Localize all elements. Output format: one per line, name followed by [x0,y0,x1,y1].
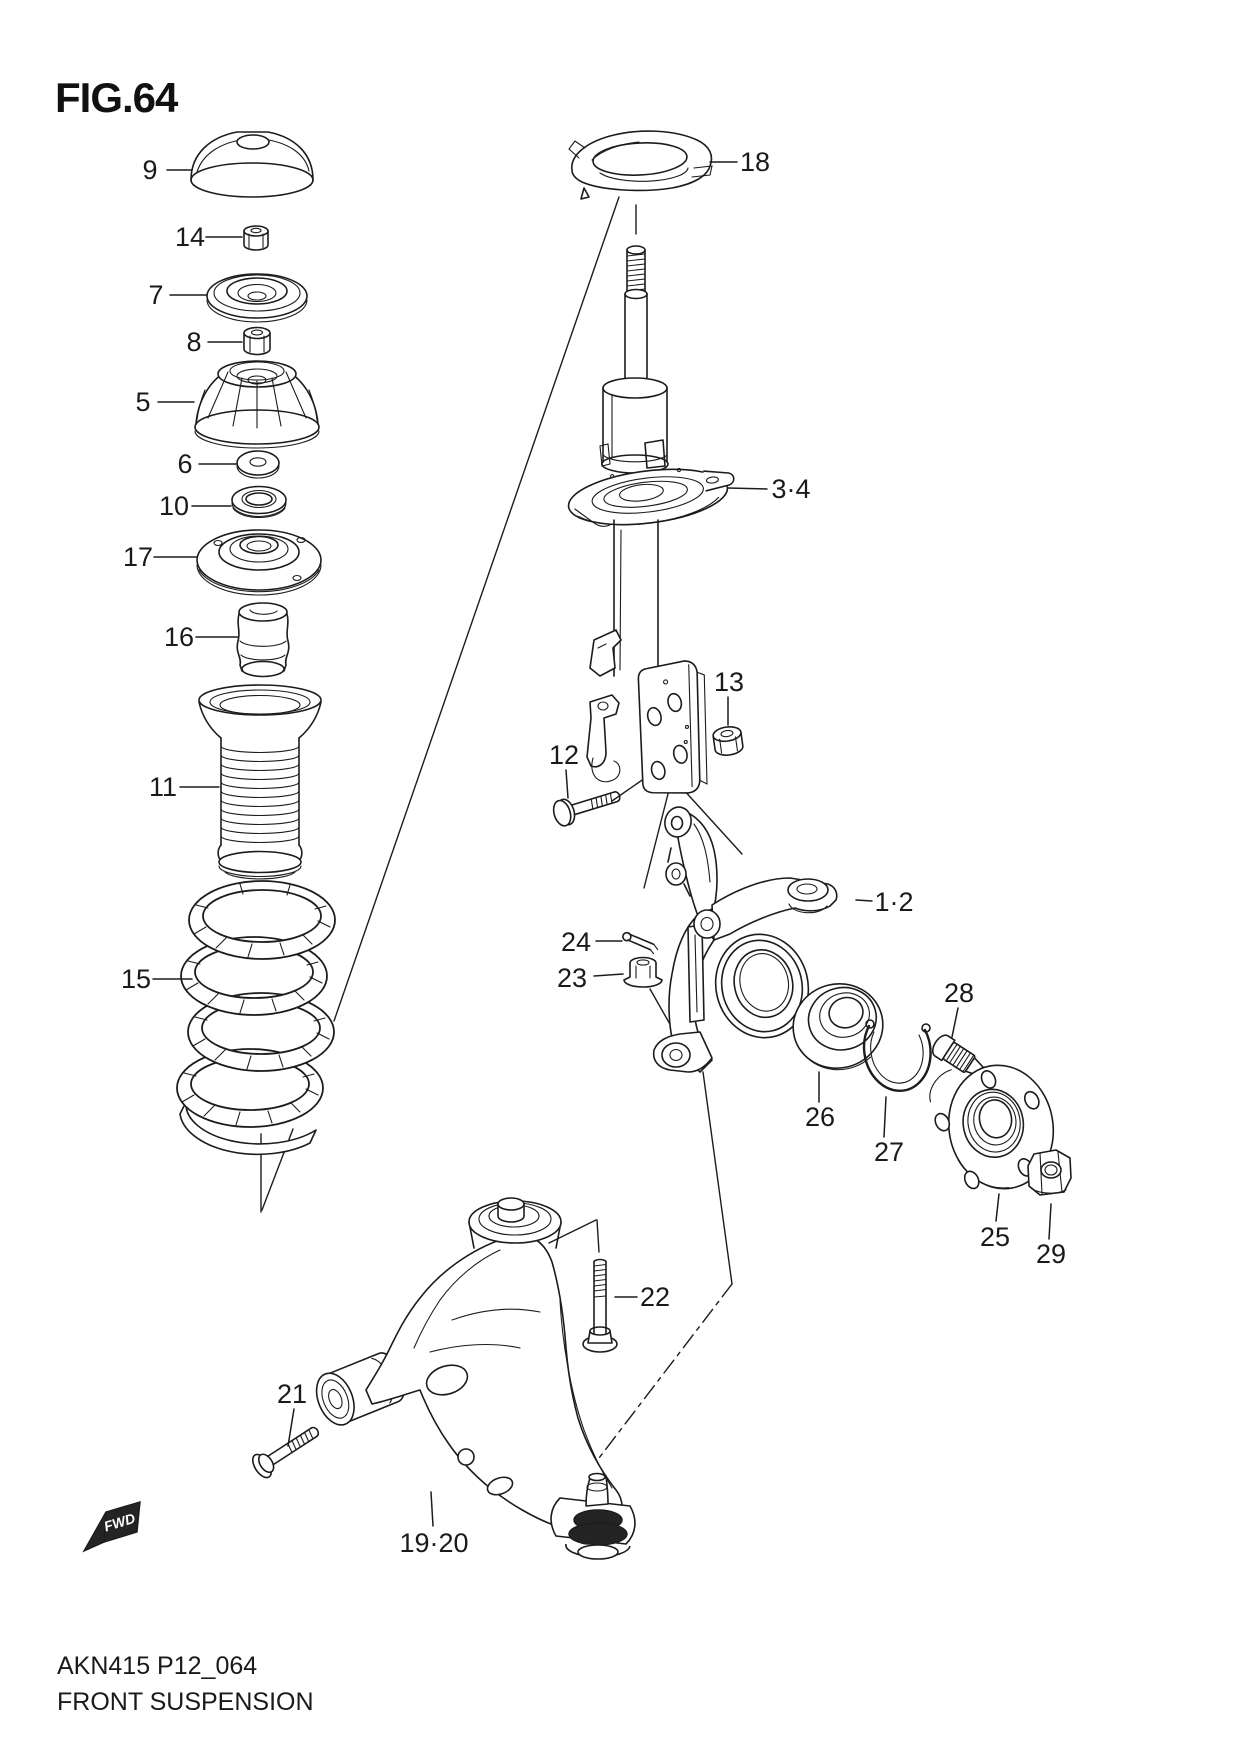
callout-27: 27 [874,1137,904,1167]
callout-1-2: 1·2 [874,887,913,917]
part-26-wheel-bearing [792,983,884,1071]
callout-24: 24 [561,927,591,957]
part-17-spring-seat [196,529,322,596]
part-3-4-strut [567,245,735,794]
callout-10: 10 [159,491,189,521]
part-11-dust-cover [198,684,322,880]
part-16-bump-stopper [236,602,290,678]
figure-title: FIG.64 [55,74,179,121]
doc-title: FRONT SUSPENSION [57,1688,314,1716]
callout-18: 18 [740,147,770,177]
part-9-dust-cap [190,131,314,198]
part-15-coil-spring [176,880,336,1156]
callout-11: 11 [149,772,177,802]
callout-8: 8 [186,327,201,357]
callout-5: 5 [135,387,150,417]
doc-code: AKN415 P12_064 [57,1652,257,1680]
callout-12: 12 [549,740,579,770]
callout-17: 17 [123,542,153,572]
part-14-nut [243,225,269,251]
callout-labels: 9 14 7 8 5 6 10 17 16 11 15 18 3·4 13 12… [121,147,1066,1558]
callout-9: 9 [142,155,157,185]
part-8-nut [243,326,271,356]
assembly-lines [260,196,743,1463]
part-29-nut [1027,1149,1072,1196]
part-24-pin [622,931,659,955]
part-1-2-steering-knuckle [652,806,838,1073]
part-13-nut [712,726,744,756]
callout-14: 14 [175,222,205,252]
callout-21: 21 [277,1379,307,1409]
callout-22: 22 [640,1282,670,1312]
part-5-strut-mount [194,360,320,449]
part-25-wheel-hub [929,1064,1055,1190]
part-6-washer [236,450,280,479]
part-21-bolt [252,1426,320,1479]
callout-13: 13 [714,667,744,697]
callout-28: 28 [944,978,974,1008]
part-23-nut [623,956,663,988]
callout-25: 25 [980,1222,1010,1252]
leader-lines [152,161,1052,1527]
part-28-stud-bolt [931,1034,985,1077]
callout-26: 26 [805,1102,835,1132]
callout-15: 15 [121,964,151,994]
callout-3-4: 3·4 [771,474,810,504]
part-7-support-seat [206,273,308,323]
callout-29: 29 [1036,1239,1066,1269]
callout-6: 6 [177,449,192,479]
part-19-20-suspension-arm [315,1197,636,1560]
part-22-bolt [582,1258,618,1353]
part-12-bolt [552,791,621,827]
callout-23: 23 [557,963,587,993]
part-10-bearing [231,485,287,519]
callout-19-20: 19·20 [399,1528,468,1558]
part-18-spring-upper-seat [568,130,713,200]
callout-16: 16 [164,622,194,652]
part-27-snap-ring [862,1019,932,1092]
fwd-arrow: FWD [82,1501,141,1553]
callout-7: 7 [148,280,163,310]
